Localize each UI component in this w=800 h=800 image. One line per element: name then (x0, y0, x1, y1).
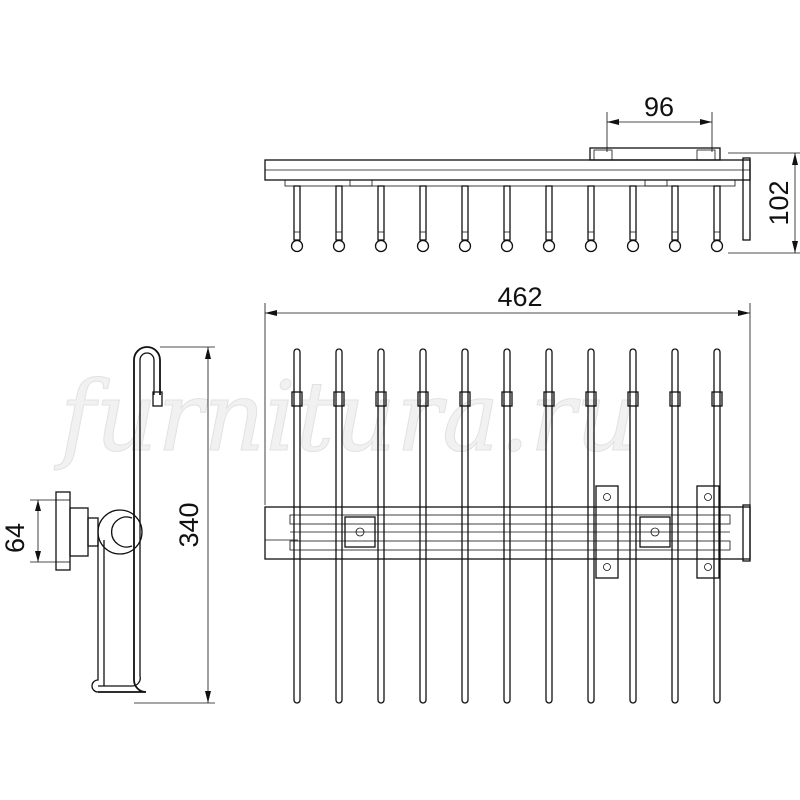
dim-64-arrow-top (35, 500, 41, 511)
mount-block (69, 507, 89, 557)
front-view (264, 348, 751, 704)
hook-tip-cap (152, 391, 163, 407)
front-clip-right-hole (650, 527, 660, 537)
dim-64-arrow-bottom (35, 551, 41, 562)
bracket-plate-right-hole-top (704, 493, 712, 501)
dimension-340: 340 (134, 346, 215, 704)
dim-340-label: 340 (174, 502, 204, 547)
dim-102-label: 102 (764, 180, 794, 225)
top-rod-tip-9 (626, 239, 640, 253)
top-rod-tip-7 (542, 239, 556, 253)
top-elevation-view (264, 147, 751, 253)
front-rod-cap-4 (417, 391, 429, 407)
dim-96-arrow-right (700, 119, 712, 125)
front-rod-cap-9 (627, 391, 639, 407)
dim-340-arrow-bottom (205, 691, 211, 703)
hook-wire-return (91, 540, 99, 693)
top-rod-tip-2 (332, 239, 346, 253)
hook-wire-inner (98, 352, 155, 687)
dim-96-label: 96 (644, 92, 674, 122)
front-rod-cap-1 (291, 391, 303, 407)
hook-wire-outer (98, 346, 161, 693)
front-rod-cap-6 (501, 391, 513, 407)
bracket-plate-left-hole-bottom (603, 563, 611, 571)
bracket-plate-left-hole-top (603, 493, 611, 501)
front-rod-1 (293, 348, 301, 704)
top-rod-tip-6 (500, 239, 514, 253)
dimension-96: 96 (606, 92, 713, 152)
bracket-plate-right-hole-bottom (704, 563, 712, 571)
bracket-screw-right (696, 149, 716, 161)
top-rods-group (290, 185, 724, 253)
dim-102-arrow-bottom (792, 241, 798, 253)
front-rod-cap-5 (459, 391, 471, 407)
front-rod-10 (671, 348, 679, 704)
top-rod-tip-3 (374, 239, 388, 253)
top-rod-tip-5 (458, 239, 472, 253)
top-rod-tip-1 (290, 239, 304, 253)
mounting-bracket (589, 147, 721, 161)
dimension-102: 102 (728, 152, 800, 254)
front-rod-8 (587, 348, 595, 704)
bracket-plate-left (595, 485, 619, 579)
front-rod-2 (335, 348, 343, 704)
dim-96-arrow-left (607, 119, 619, 125)
rail-clip-right (644, 179, 668, 187)
bracket-plate-right (696, 485, 720, 579)
rail-clip-left (349, 179, 373, 187)
front-clip-right (639, 516, 671, 548)
dim-462-arrow-left (265, 310, 277, 316)
front-rod-7 (545, 348, 553, 704)
dimension-462: 462 (264, 282, 751, 505)
dim-64-label: 64 (0, 523, 30, 553)
dim-340-arrow-top (205, 347, 211, 359)
top-rod-tip-8 (584, 239, 598, 253)
top-rod-tip-11 (710, 239, 724, 253)
front-end-cap (742, 504, 751, 562)
front-rod-cap-2 (333, 391, 345, 407)
front-rod-cap-8 (585, 391, 597, 407)
end-plate (742, 157, 751, 241)
top-rail-underside (284, 179, 736, 187)
watermark-text: furnitura.ru (54, 361, 638, 473)
mount-ring-inner (111, 516, 133, 548)
front-rod-cap-11 (711, 391, 723, 407)
front-clip-left (344, 516, 376, 548)
mount-plate (55, 491, 71, 571)
side-view (55, 346, 163, 693)
front-rod-5 (461, 348, 469, 704)
front-clip-left-hole (355, 527, 365, 537)
dim-462-arrow-right (738, 310, 750, 316)
front-rod-cap-10 (669, 391, 681, 407)
dimension-64: 64 (0, 499, 56, 563)
front-rod-cap-3 (375, 391, 387, 407)
top-rod-tip-10 (668, 239, 682, 253)
mount-ring-outer (97, 509, 143, 555)
bracket-screw-left (593, 149, 613, 161)
front-rod-3 (377, 348, 385, 704)
front-rod-9 (629, 348, 637, 704)
front-rod-11 (713, 348, 721, 704)
dim-462-label: 462 (497, 282, 542, 312)
front-rods-group (291, 348, 723, 704)
top-rod-tip-4 (416, 239, 430, 253)
front-rod-cap-7 (543, 391, 555, 407)
mount-connector (87, 517, 99, 547)
dim-102-arrow-top (792, 153, 798, 165)
front-rod-6 (503, 348, 511, 704)
front-rod-4 (419, 348, 427, 704)
